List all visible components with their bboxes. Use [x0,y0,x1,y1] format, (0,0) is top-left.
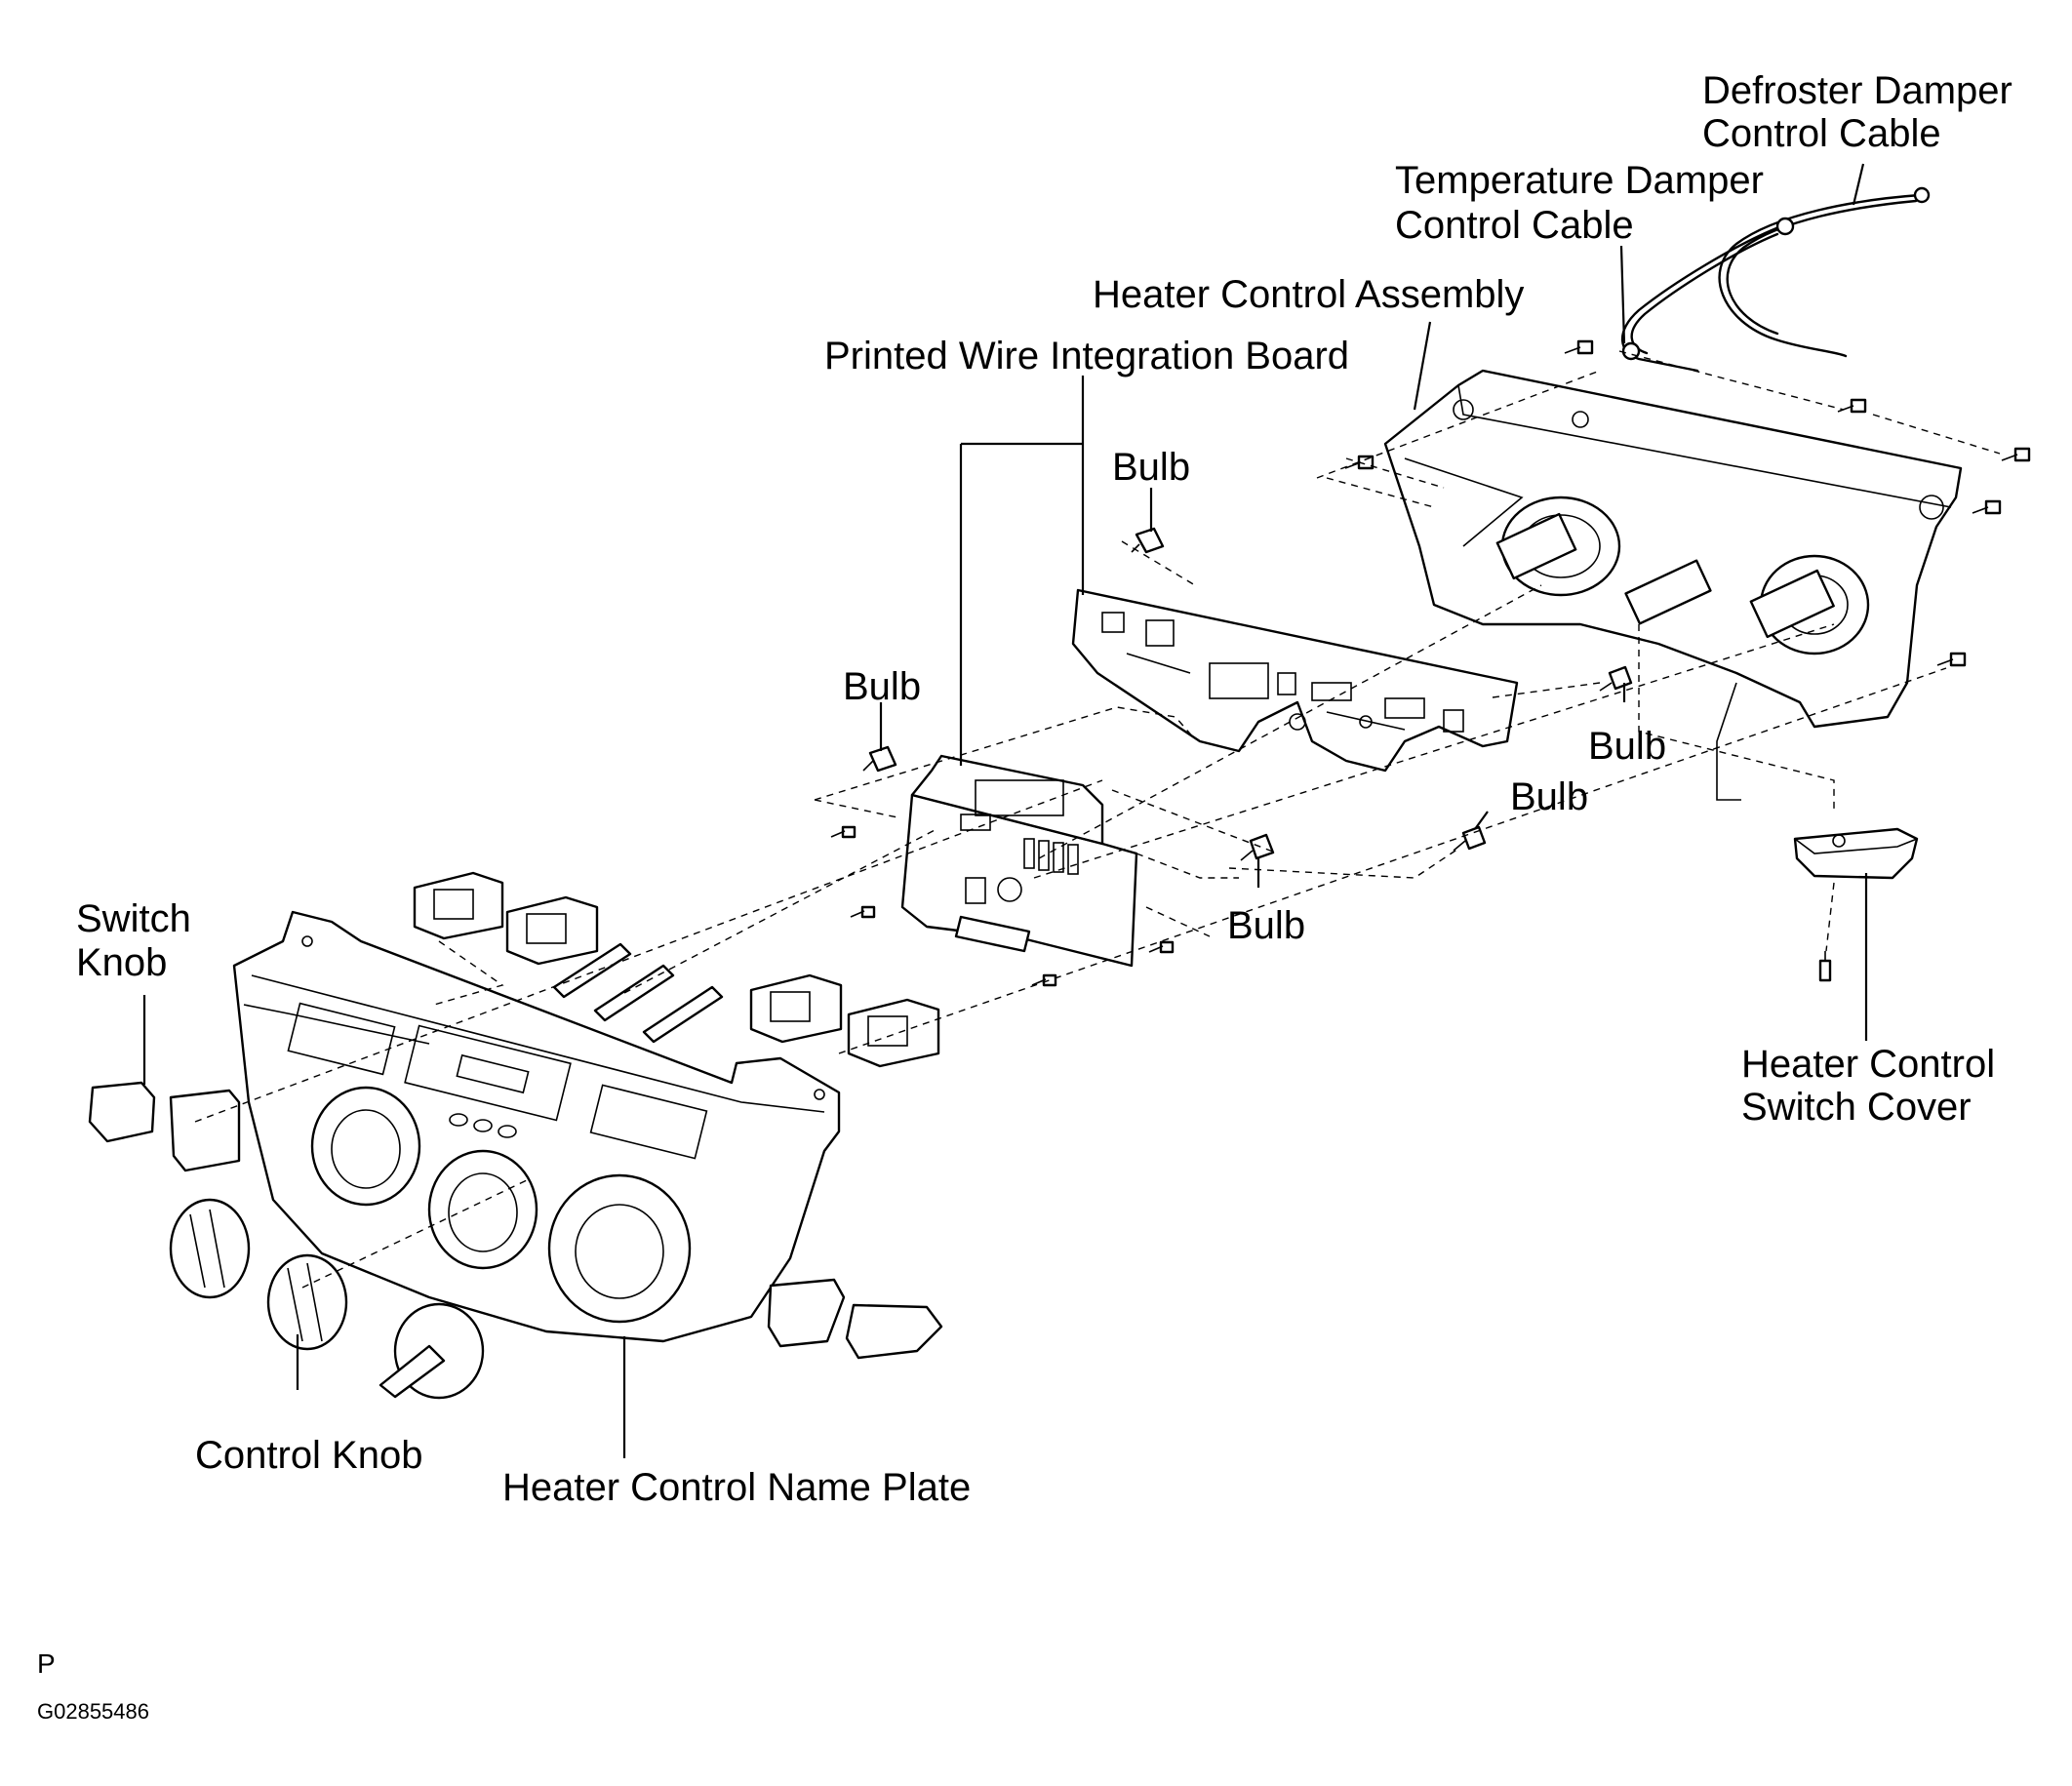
label-heater-control-assembly: Heater Control Assembly [1093,273,1524,316]
svg-text:Control Cable: Control Cable [1702,112,1941,155]
slide-rods [552,942,724,1044]
board-screws [830,825,1175,987]
label-switch-knob: Switch Knob [76,897,191,984]
label-printed-wire-integration-board: Printed Wire Integration Board [824,335,1349,377]
switch-modules [413,871,940,1068]
label-heater-control-switch-cover: Heater Control Switch Cover [1741,1043,1995,1129]
printed-board-lower [900,754,1138,968]
control-knobs [169,1198,485,1400]
label-bulb-right-lower: Bulb [1510,775,1588,818]
svg-text:Heater Control: Heater Control [1741,1043,1995,1086]
bulb-center [1240,833,1275,861]
switch-knobs-left [88,1081,241,1172]
label-control-knob: Control Knob [195,1434,422,1477]
assembly-guide-lines [194,350,2001,1289]
svg-text:Defroster Damper: Defroster Damper [1702,69,2012,112]
svg-text:Control Cable: Control Cable [1395,204,1634,247]
page-letter: P [37,1648,56,1679]
heater-control-switch-cover [1793,827,1919,982]
label-bulb-left: Bulb [843,665,921,708]
defroster-damper-control-cable [1718,186,1931,358]
label-heater-control-name-plate: Heater Control Name Plate [502,1466,971,1509]
switch-knobs-right [767,1278,943,1360]
label-bulb-center: Bulb [1227,904,1305,947]
printed-wire-integration-board [1071,588,1519,773]
bulb-right-upper [1599,665,1633,692]
heater-control-assembly [1383,369,1963,801]
label-bulb-upper: Bulb [1112,446,1190,489]
label-temperature-damper-control-cable: Temperature Damper Control Cable [1395,159,1764,247]
label-bulb-right-upper: Bulb [1588,725,1666,768]
svg-text:Switch: Switch [76,897,191,940]
svg-text:Temperature Damper: Temperature Damper [1395,159,1764,202]
figure-code: G02855486 [37,1699,149,1724]
bulb-upper-left [1131,527,1165,554]
label-defroster-damper-control-cable: Defroster Damper Control Cable [1702,69,2012,155]
switch-cover-screw [1818,951,1832,982]
bulb-right-lower [1453,825,1487,852]
svg-text:Knob: Knob [76,941,167,984]
leader-lines [142,163,1868,1458]
heater-control-name-plate [232,910,841,1343]
bulb-left [862,745,897,773]
temperature-damper-control-cable [1620,217,1795,373]
svg-text:Switch Cover: Switch Cover [1741,1086,1972,1129]
